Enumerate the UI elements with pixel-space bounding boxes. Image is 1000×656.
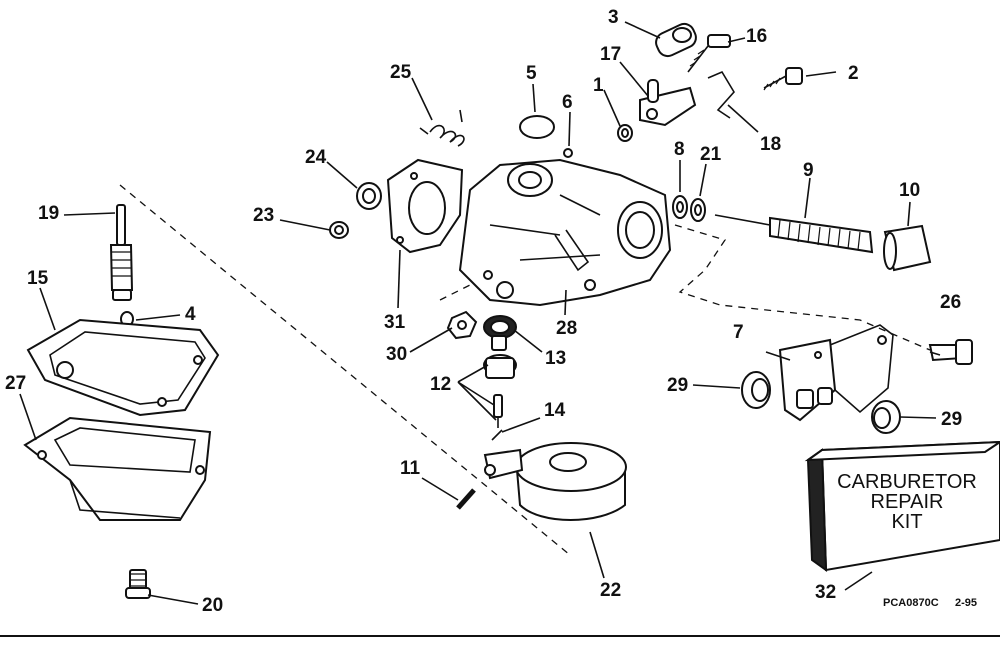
part-3-bushing	[655, 22, 697, 58]
callout-11: 11	[400, 458, 421, 479]
part-19-screw	[109, 204, 134, 301]
part-24-seal	[356, 182, 382, 210]
callout-2: 2	[848, 63, 859, 84]
callout-3: 3	[608, 7, 619, 28]
part-29-grommet-right	[871, 400, 901, 434]
callout-1: 1	[593, 75, 604, 96]
figure-code: PCA0870C	[883, 597, 939, 609]
callout-7: 7	[733, 322, 744, 343]
callout-10: 10	[899, 180, 920, 201]
part-22-float	[483, 442, 627, 521]
callout-23: 23	[253, 205, 274, 226]
part-11-hinge-pin	[456, 488, 476, 510]
part-16-screw	[687, 34, 731, 73]
leader-lines	[19, 21, 941, 605]
kit-label-line-1: CARBURETOR	[837, 471, 977, 493]
part-14-pin	[491, 429, 503, 441]
callout-24: 24	[305, 147, 327, 168]
callout-12: 12	[430, 374, 451, 395]
part-21-washer	[690, 198, 706, 222]
part-17-throttle-arm	[639, 79, 697, 127]
callout-16: 16	[746, 26, 767, 47]
carburetor-body	[458, 158, 672, 307]
kit-label-line-3: KIT	[891, 511, 922, 533]
callout-20: 20	[202, 595, 223, 616]
callout-29-left: 29	[667, 375, 688, 396]
callout-15: 15	[27, 268, 49, 289]
part-5-plug	[519, 115, 555, 139]
callout-25: 25	[390, 62, 412, 83]
kit-label-line-2: REPAIR	[871, 491, 944, 513]
callout-28: 28	[556, 318, 577, 339]
callout-30: 30	[386, 344, 407, 365]
callout-4: 4	[185, 304, 196, 325]
callout-26: 26	[940, 292, 961, 313]
part-30-nut	[446, 310, 478, 340]
part-12-inlet-needle	[483, 335, 517, 428]
alignment-lines	[119, 184, 931, 556]
callout-21: 21	[700, 144, 722, 165]
callout-27: 27	[5, 373, 26, 394]
part-18-clip	[707, 70, 735, 119]
part-6-ball	[563, 148, 573, 158]
part-15-gasket	[26, 318, 220, 417]
part-1-washer	[617, 124, 633, 142]
callout-6: 6	[562, 92, 573, 113]
part-13-gasket	[483, 315, 517, 339]
callout-31: 31	[384, 312, 406, 333]
part-7-bracket	[778, 324, 894, 422]
part-31-gasket	[386, 158, 464, 254]
callout-18: 18	[760, 134, 781, 155]
part-8-washer	[672, 195, 688, 219]
callout-29-right: 29	[941, 409, 962, 430]
callout-17: 17	[600, 44, 621, 65]
part-20-screw	[125, 569, 151, 599]
callout-9: 9	[803, 160, 814, 181]
callout-32: 32	[815, 582, 836, 603]
part-27-float-bowl	[23, 416, 212, 521]
part-10-packing-nut	[883, 224, 932, 272]
callout-13: 13	[545, 348, 566, 369]
callout-8: 8	[674, 139, 685, 160]
callout-numbers: 3 16 2 17 1 18 25 5 6 24 23 31 8 21 9 10…	[5, 7, 962, 616]
figure-date: 2-95	[955, 597, 977, 609]
part-9-needle-valve	[714, 214, 874, 254]
callout-19: 19	[38, 203, 59, 224]
part-26-bolt	[928, 339, 973, 365]
part-2-screw	[763, 67, 803, 91]
callout-5: 5	[526, 63, 537, 84]
part-32-repair-kit-box	[804, 440, 1000, 572]
callout-22: 22	[600, 580, 621, 601]
part-23-seal	[329, 221, 349, 239]
part-29-grommet-left	[741, 371, 771, 409]
callout-14: 14	[544, 400, 566, 421]
part-25-spring	[419, 109, 465, 147]
